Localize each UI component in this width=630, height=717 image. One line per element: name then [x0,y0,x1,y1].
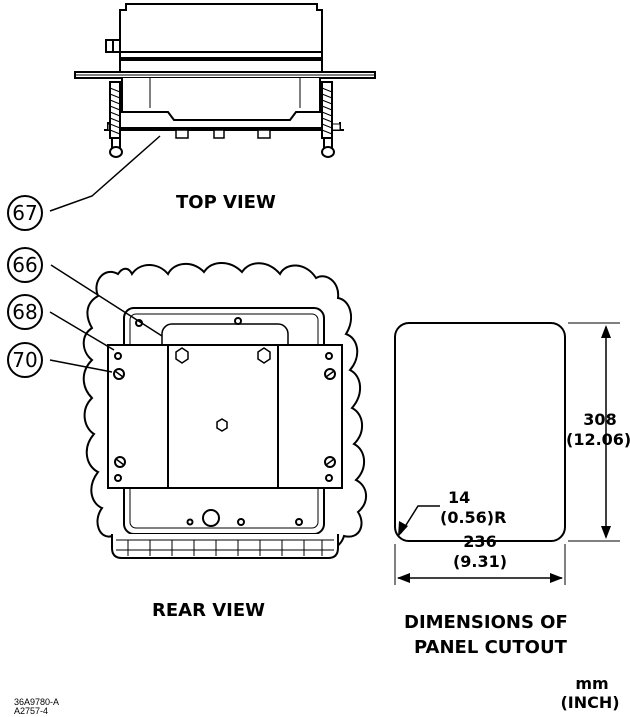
units-inch: (INCH) [560,693,620,712]
top-view-title: TOP VIEW [176,192,276,213]
callout-70: 70 [12,348,38,372]
panel-outline [82,262,367,558]
width-dim-inch: (9.31) [452,552,508,571]
rear-view-drawing [49,262,367,559]
cutout-title-line2: PANEL CUTOUT [414,637,567,658]
callout-circle-70 [7,342,43,378]
top-view-drawing [49,3,376,212]
height-dim-mm: 308 [583,410,617,429]
drawing-reference-line2: A2757-4 [14,706,49,716]
radius-dim-mm: 14 [448,488,471,507]
callout-68: 68 [12,300,38,324]
callout-66: 66 [12,253,38,277]
units-mm: mm [575,674,609,693]
callout-circle-68 [7,294,43,330]
callout-circle-67 [7,195,43,231]
panel-cutout-drawing [394,322,620,585]
height-dim-inch: (12.06) [566,430,630,449]
cutout-outline [394,322,566,542]
width-dim-mm: 236 [463,532,497,551]
cutout-title-line1: DIMENSIONS OF [404,612,568,633]
callout-circles [7,195,43,378]
drawing-reference-line1: 36A9780-A [14,697,60,707]
rear-view-title: REAR VIEW [152,600,265,621]
callout-circle-66 [7,247,43,283]
radius-dim-inch: (0.56)R [440,508,507,527]
callout-67: 67 [12,201,38,225]
